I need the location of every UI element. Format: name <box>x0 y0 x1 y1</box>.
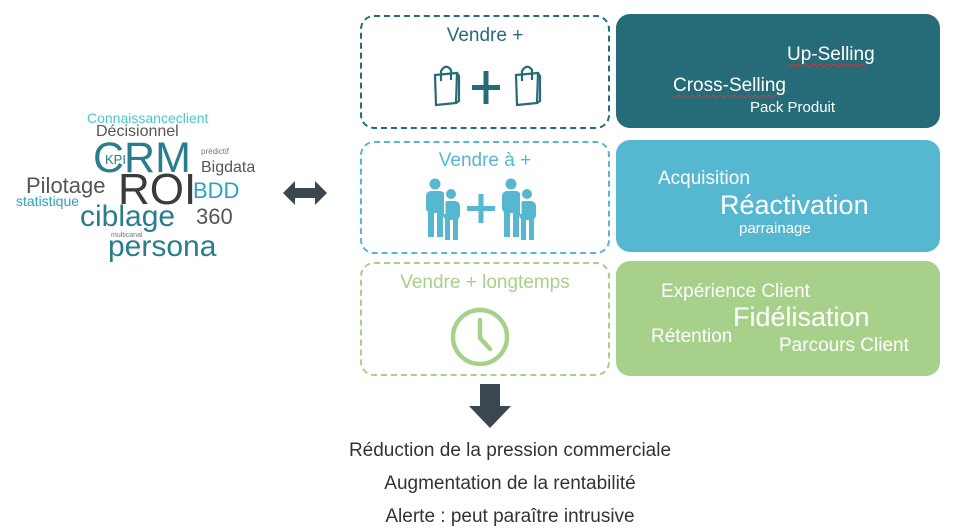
word-predictif: prédictif <box>201 147 230 156</box>
box-vendre-a-plus: Vendre à + <box>360 141 610 254</box>
reactivation-label: Réactivation <box>720 190 869 220</box>
box-upselling: Up-Selling Cross-Selling Pack Produit <box>616 14 940 128</box>
word-multicanal: multicanal <box>111 232 143 239</box>
box-vendre-a-plus-title: Vendre à + <box>438 150 532 171</box>
upselling-label: Up-Selling <box>787 44 875 65</box>
box-vendre-longtemps: Vendre + longtemps <box>360 262 610 376</box>
box-vendre-plus-title: Vendre + <box>446 25 524 46</box>
people-plus-icon <box>426 178 536 240</box>
box-vendre-plus: Vendre + <box>360 15 610 129</box>
word-roi: ROI <box>118 165 197 214</box>
word-360: 360 <box>196 204 233 229</box>
word-bigdata: Bigdata <box>201 159 256 176</box>
word-statistique: statistique <box>16 193 80 209</box>
fidelisation-label: Fidélisation <box>733 302 870 332</box>
word-pilotage: Pilotage <box>26 173 106 198</box>
box-vendre-longtemps-title: Vendre + longtemps <box>400 272 570 293</box>
word-bdd: BDD <box>193 178 240 203</box>
retention-label: Rétention <box>651 326 733 347</box>
shopping-bag-plus-icon <box>433 65 542 107</box>
word-persona: persona <box>108 230 217 263</box>
word-decisionnel: Décisionnel <box>96 123 179 140</box>
cross-selling-label: Cross-Selling <box>673 75 786 96</box>
acquisition-label: Acquisition <box>658 168 750 189</box>
word-connaissance-client: Connaissanceclient <box>87 110 209 126</box>
outcome-alerte: Alerte : peut paraître intrusive <box>385 506 635 527</box>
outcome-reduction: Réduction de la pression commerciale <box>348 440 672 461</box>
word-crm: CRM <box>93 134 191 182</box>
double-arrow-icon <box>283 181 327 205</box>
box-fidelisation: Expérience Client Fidélisation Rétention… <box>616 261 940 376</box>
experience-client-label: Expérience Client <box>661 281 810 302</box>
word-ciblage: ciblage <box>80 200 176 233</box>
pack-produit-label: Pack Produit <box>750 99 836 116</box>
clock-icon <box>450 307 510 367</box>
parrainage-label: parrainage <box>739 220 811 237</box>
word-kpi: KPI <box>105 152 126 167</box>
down-arrow-icon <box>469 384 511 428</box>
outcome-rentabilite: Augmentation de la rentabilité <box>384 473 636 494</box>
parcours-client-label: Parcours Client <box>779 335 909 356</box>
box-acquisition: Acquisition Réactivation parrainage <box>616 140 940 252</box>
